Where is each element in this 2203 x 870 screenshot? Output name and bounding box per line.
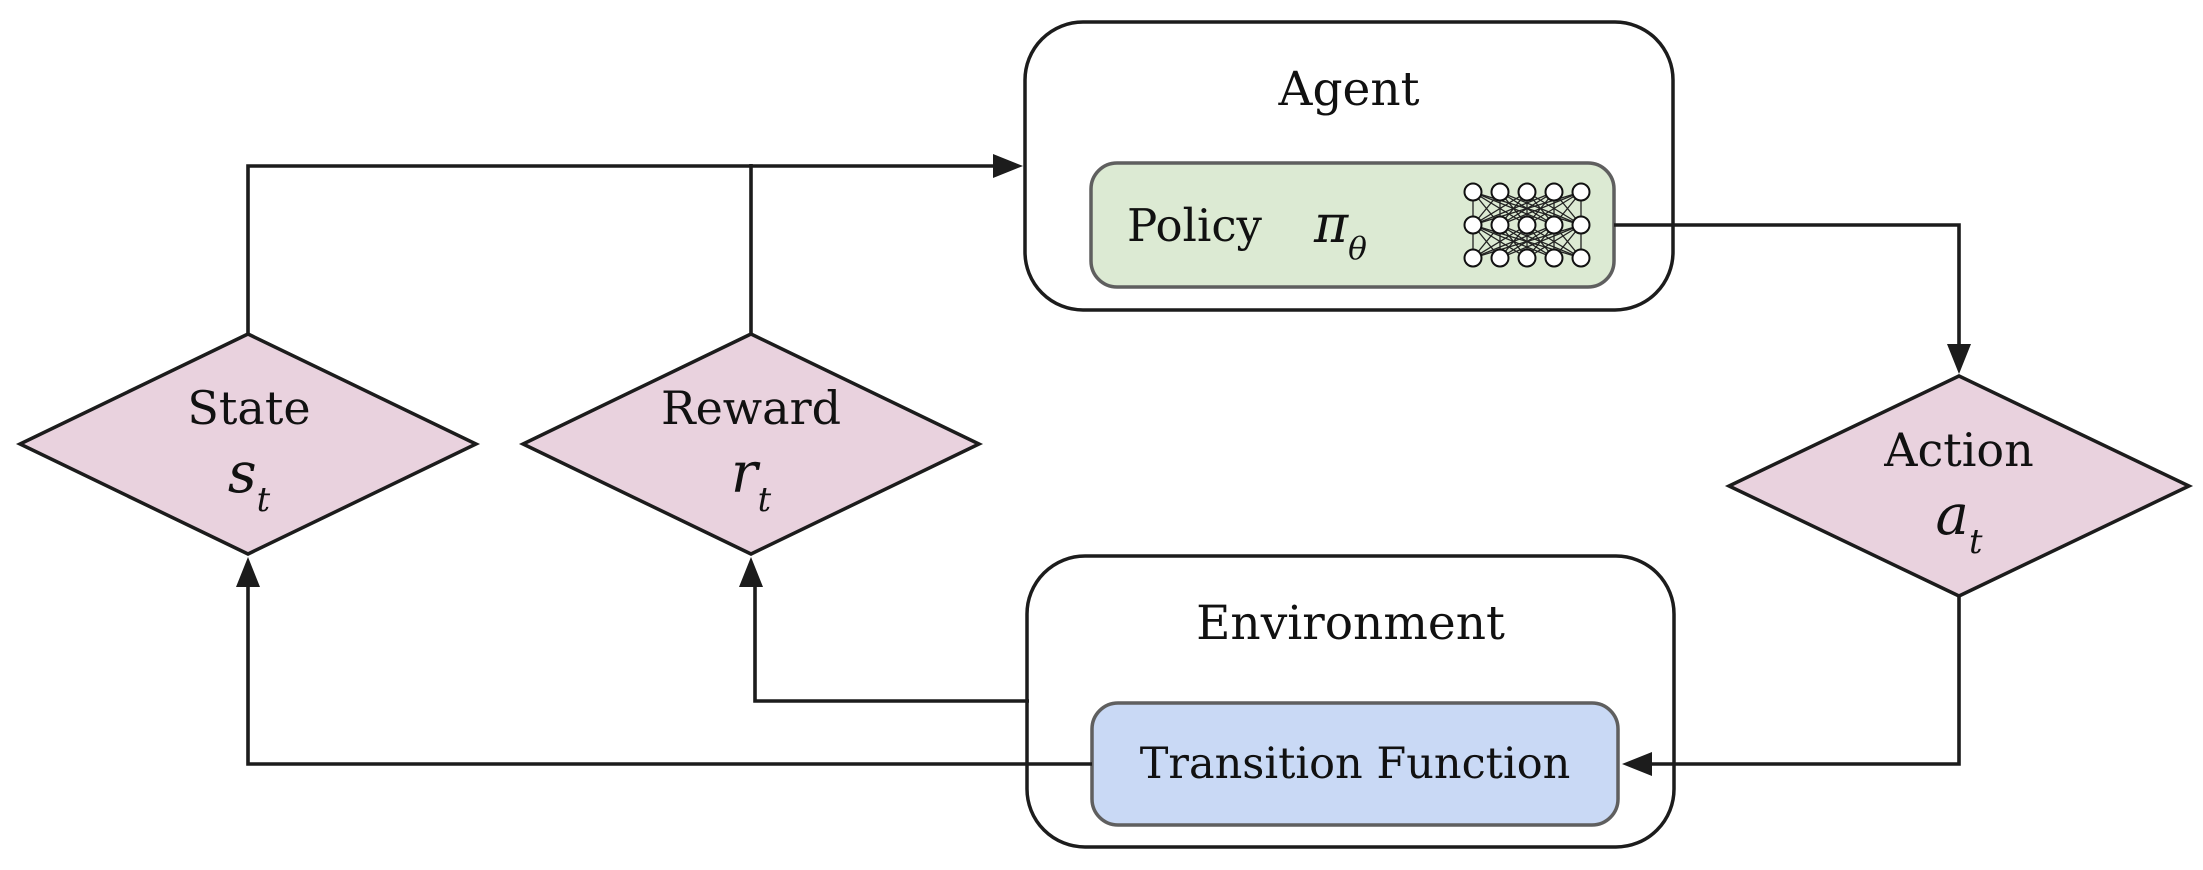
action-label: Action [1884,423,2034,477]
action-node-label: Action at [1729,423,2189,558]
state-arrowhead-icon [236,557,260,587]
policy-label-row: Policy πθ [1091,163,1614,287]
state-symbol: st [20,446,478,516]
state-symbol-main: s [227,441,257,507]
reward-diamond [518,332,984,556]
reward-label: Reward [660,381,842,435]
agent-title: Agent [1278,62,1420,117]
transition-to-state-line [246,584,1092,766]
policy-symbol: πθ [1314,199,1367,265]
transition-arrowhead-icon [1622,752,1652,776]
state-node-label: State st [20,381,478,516]
state-label: State [187,381,311,435]
action-to-transition-line [1650,596,1961,766]
action-arrowhead-icon [1947,344,1971,374]
reward-symbol-subscript: t [757,479,772,519]
action-diamond [1724,374,2194,598]
policy-symbol-main: π [1313,195,1349,255]
reward-symbol-main: r [730,441,758,507]
state-to-agent-line [246,164,996,335]
transition-function-label: Transition Function [1139,738,1571,789]
action-symbol-subscript: t [1968,521,1983,561]
state-diamond [15,332,481,556]
agent-arrowhead-icon [993,154,1023,178]
reward-arrowhead-icon [739,557,763,587]
state-symbol-subscript: t [256,479,271,519]
action-symbol: at [1729,488,2189,558]
environment-title: Environment [1196,596,1505,651]
reward-node-label: Reward rt [523,381,979,516]
reward-symbol: rt [523,446,979,516]
policy-symbol-subscript: θ [1348,231,1367,267]
environment-to-reward-line [753,584,1029,703]
neural-network-icon [1463,182,1591,268]
action-symbol-main: a [1935,483,1969,549]
policy-to-action-line [1614,223,1961,348]
policy-label: Policy [1127,198,1262,252]
